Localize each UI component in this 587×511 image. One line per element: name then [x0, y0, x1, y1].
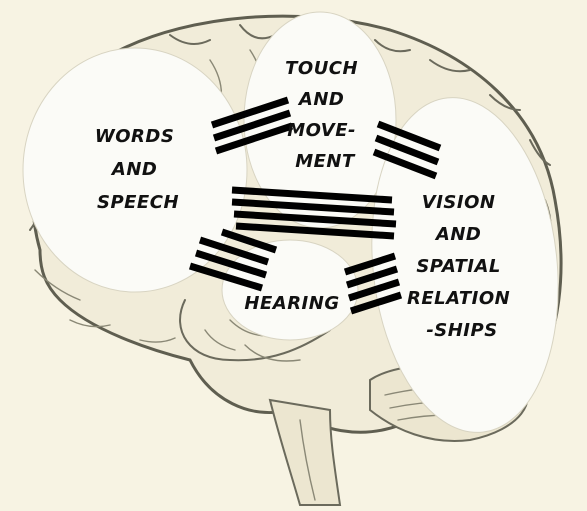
- words-speech-line-3: SPEECH: [97, 192, 179, 213]
- touch-movement-line-2: AND: [297, 89, 344, 110]
- touch-movement-line-1: TOUCH: [285, 58, 358, 79]
- touch-movement-line-3: MOVE-: [287, 120, 356, 141]
- hearing-line-1: HEARING: [244, 293, 339, 314]
- vision-spatial-line-4: RELATION: [407, 288, 510, 309]
- touch-movement-line-4: MENT: [295, 151, 356, 172]
- vision-spatial-line-1: VISION: [422, 192, 496, 213]
- hearing-label: HEARING: [244, 293, 339, 314]
- vision-spatial-line-5: -SHIPS: [426, 320, 497, 341]
- vision-spatial-line-2: AND: [434, 224, 481, 245]
- words-speech-line-1: WORDS: [95, 126, 174, 147]
- vision-spatial-line-3: SPATIAL: [416, 256, 501, 277]
- words-speech-line-2: AND: [110, 159, 157, 180]
